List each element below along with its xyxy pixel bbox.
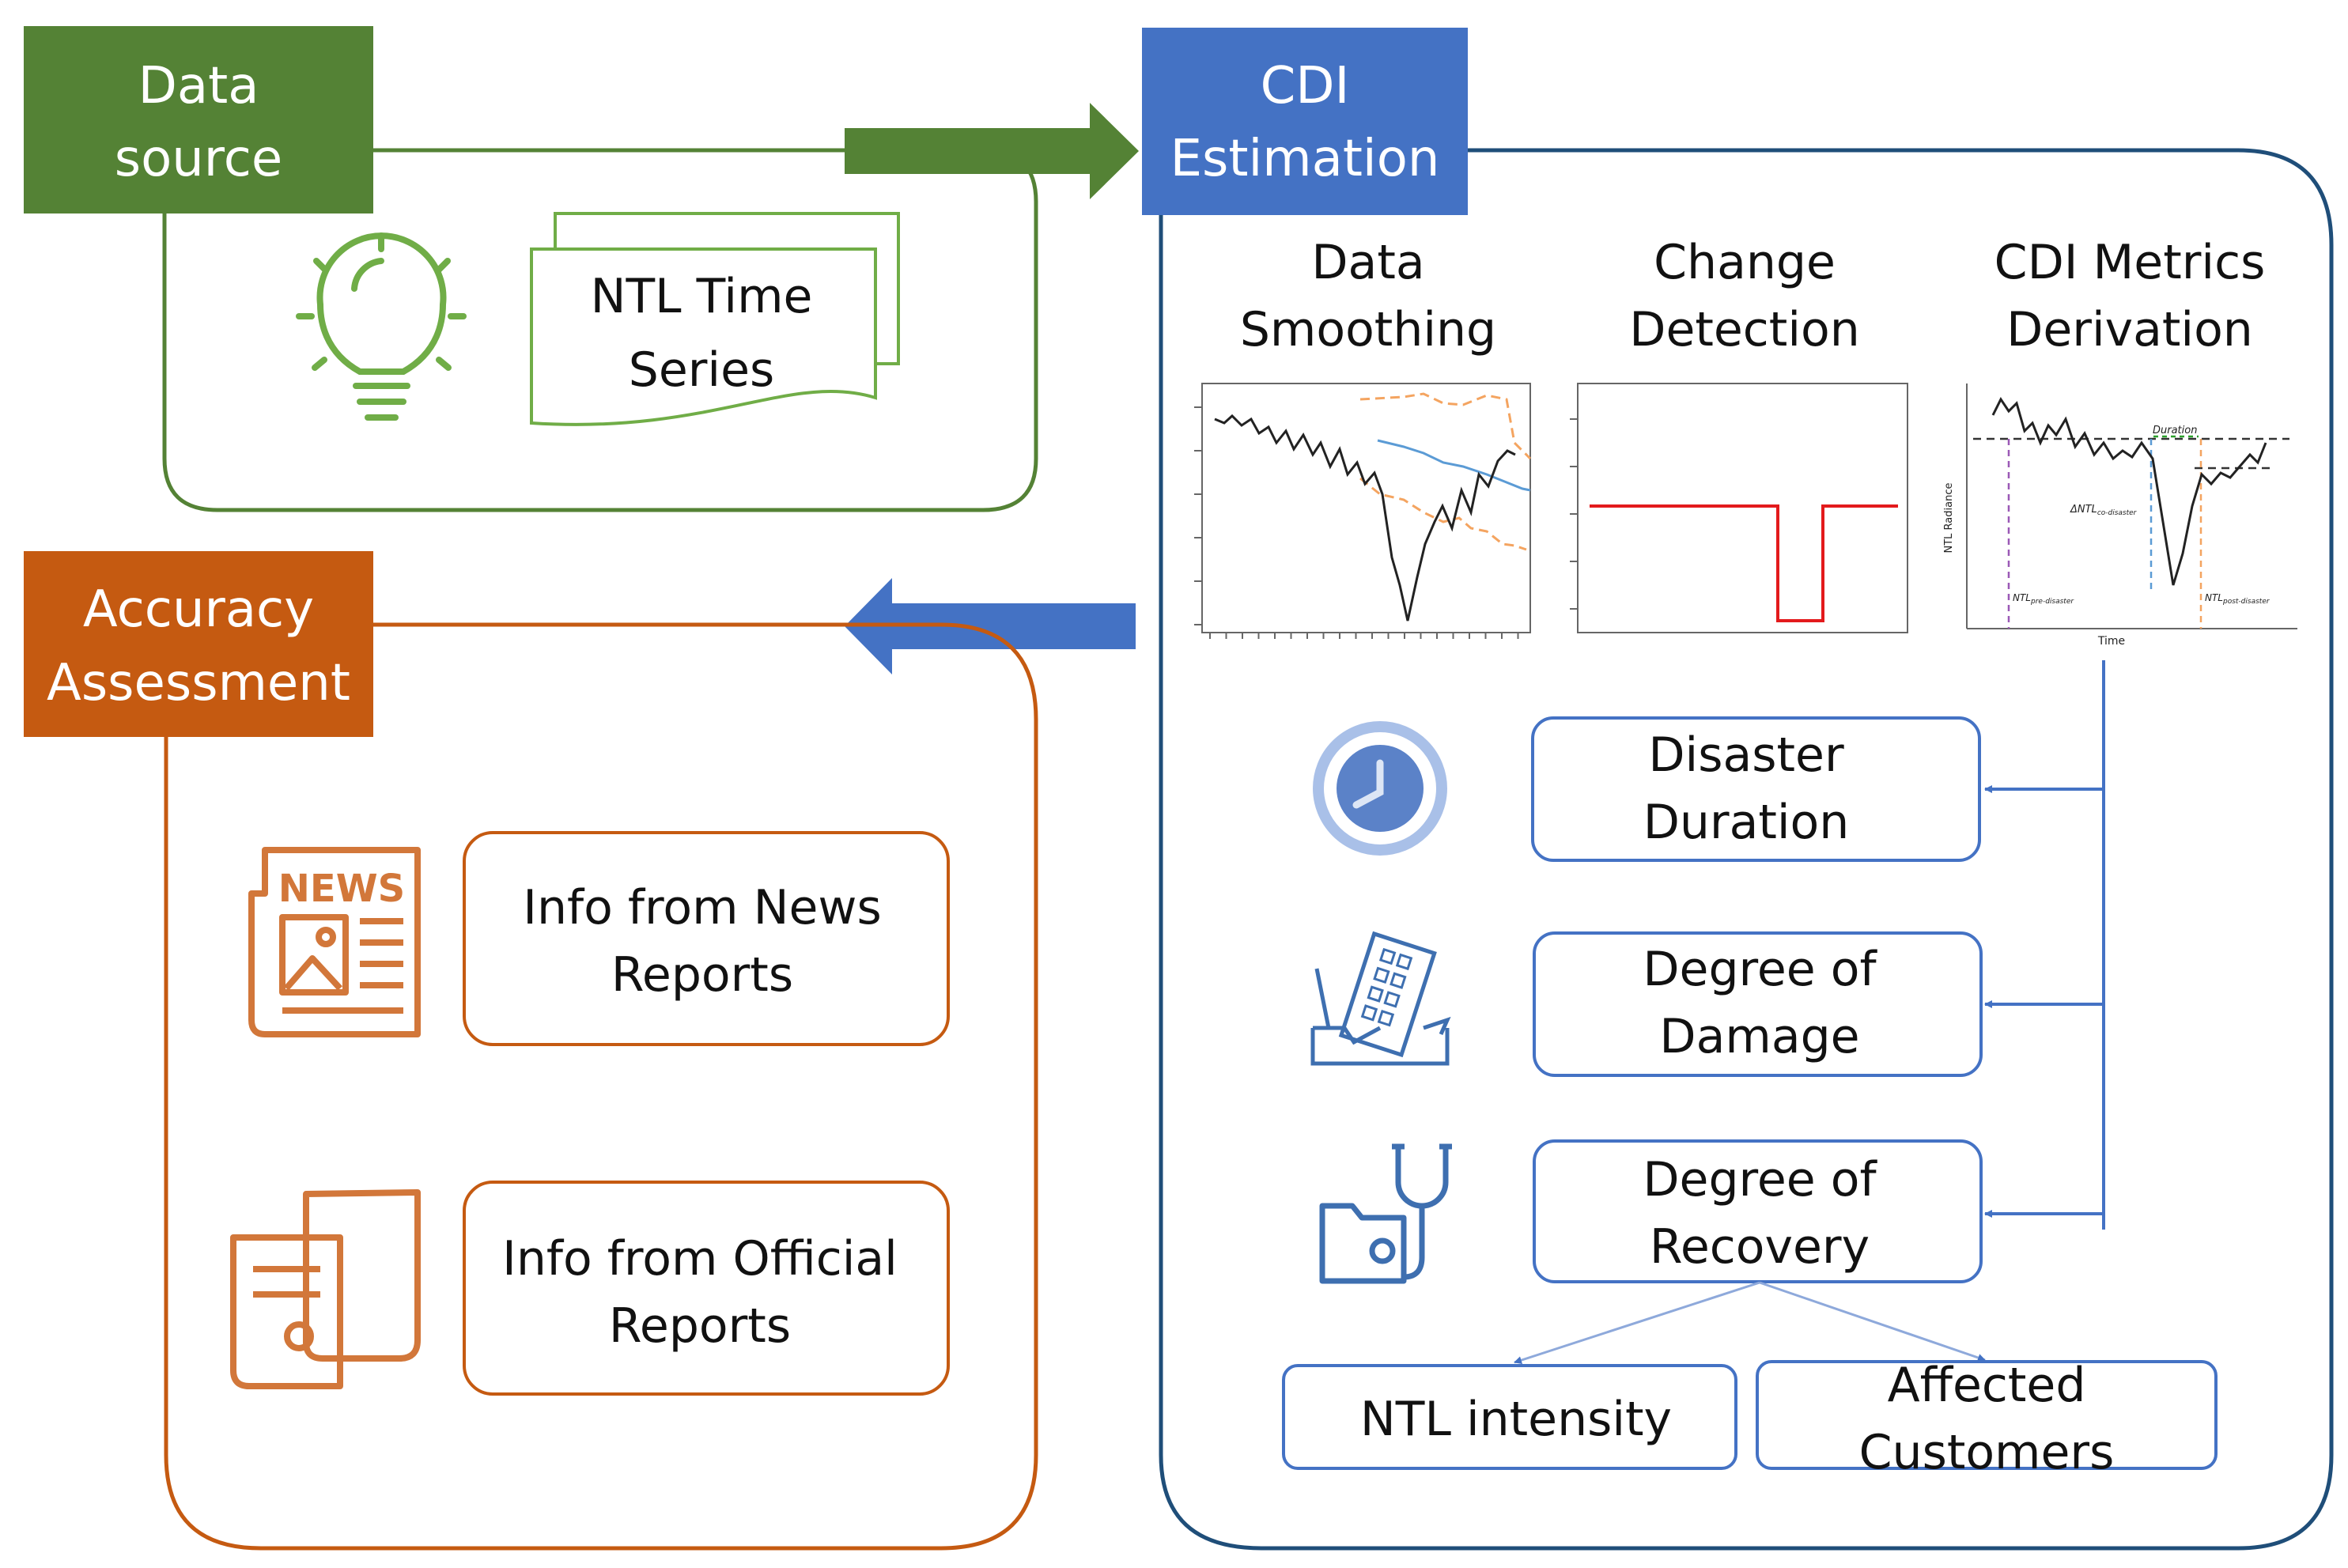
metric-degree-of-recovery-line2: Recovery bbox=[1650, 1219, 1870, 1275]
step-cdi-metrics-line2: Derivation bbox=[2006, 302, 2253, 357]
lightbulb-icon bbox=[296, 232, 467, 421]
newspaper-icon-text: NEWS bbox=[278, 867, 405, 911]
accuracy-assessment-header bbox=[24, 551, 373, 737]
documents-icon bbox=[230, 1189, 421, 1389]
measure-affected-customers-line2: Customers bbox=[1859, 1425, 2115, 1480]
metric-degree-of-damage-box bbox=[1533, 931, 1983, 1077]
smoothing-ntl-series bbox=[1214, 414, 1516, 622]
change-detection-signal bbox=[1590, 504, 1898, 622]
accuracy-assessment-border bbox=[164, 622, 1038, 1551]
ntl-time-series-document bbox=[530, 212, 900, 426]
data-source-panel: Data source NTL Time Series bbox=[24, 26, 1038, 512]
cdi-estimation-panel: CDI Estimation Data Smoothing Change Det… bbox=[1142, 28, 2334, 1551]
smoothing-upper-band bbox=[1359, 392, 1532, 460]
metric-degree-of-damage-line2: Damage bbox=[1659, 1009, 1859, 1064]
derivation-ntl-series bbox=[1991, 397, 2267, 586]
source-official-reports-line2: Reports bbox=[609, 1298, 791, 1354]
cdi-estimation-header bbox=[1142, 28, 1468, 215]
ntl-time-series-line2: Series bbox=[629, 342, 775, 398]
step-data-smoothing-line1: Data bbox=[1311, 235, 1424, 290]
source-news-reports-box bbox=[463, 831, 950, 1046]
ntl-time-series-line1: NTL Time bbox=[591, 269, 813, 324]
step-cdi-metrics-line1: CDI Metrics bbox=[1994, 235, 2266, 290]
change-detection-plot bbox=[1570, 383, 1908, 633]
measure-affected-customers-line1: Affected bbox=[1888, 1358, 2086, 1413]
cdi-derivation-plot: Duration ΔNTLco-disaster NTLpre-disaster… bbox=[1943, 383, 2297, 648]
data-smoothing-plot bbox=[1194, 383, 1532, 639]
data-source-to-cdi-arrow bbox=[845, 103, 1139, 199]
derivation-pre-label: NTLpre-disaster bbox=[2013, 592, 2074, 606]
source-news-reports-line1: Info from News bbox=[523, 880, 881, 935]
stethoscope-folder-icon bbox=[1319, 1143, 1452, 1284]
measure-ntl-intensity-box bbox=[1282, 1364, 1737, 1470]
derivation-drop-label: ΔNTLco-disaster bbox=[2070, 504, 2138, 517]
smoothing-trend-line bbox=[1377, 439, 1531, 492]
cdi-estimation-border bbox=[1159, 148, 2334, 1551]
accuracy-assessment-title-line1: Accuracy bbox=[83, 580, 314, 639]
source-official-reports-line1: Info from Official bbox=[502, 1231, 898, 1287]
data-source-title-line2: source bbox=[115, 130, 283, 188]
newspaper-icon bbox=[248, 847, 421, 1037]
metric-degree-of-recovery-box bbox=[1533, 1139, 1983, 1283]
metric-degree-of-recovery-line1: Degree of bbox=[1643, 1152, 1877, 1207]
metric-degree-of-damage-line1: Degree of bbox=[1643, 942, 1877, 997]
recovery-connectors bbox=[1514, 1281, 1986, 1364]
measure-ntl-intensity-label: NTL intensity bbox=[1360, 1392, 1672, 1447]
derivation-duration-label: Duration bbox=[2153, 425, 2197, 436]
smoothing-lower-band bbox=[1359, 477, 1527, 551]
step-change-detection-line2: Detection bbox=[1629, 302, 1859, 357]
derivation-post-label: NTLpost-disaster bbox=[2205, 592, 2270, 606]
collapsed-building-icon bbox=[1310, 931, 1451, 1066]
measure-affected-customers-box bbox=[1756, 1360, 2218, 1470]
data-source-header bbox=[24, 26, 373, 213]
clock-icon bbox=[1313, 721, 1447, 856]
derivation-xlabel: Time bbox=[2097, 635, 2125, 648]
cdi-estimation-title-line1: CDI bbox=[1261, 57, 1350, 115]
source-official-reports-box bbox=[463, 1181, 950, 1396]
metric-connectors bbox=[1984, 660, 2105, 1230]
derivation-ylabel: NTL Radiance bbox=[1943, 483, 1955, 554]
cdi-estimation-title-line2: Estimation bbox=[1170, 130, 1440, 188]
accuracy-assessment-panel: Accuracy Assessment NEWS Info from News bbox=[24, 551, 1038, 1551]
data-source-title-line1: Data bbox=[138, 57, 259, 115]
metric-disaster-duration-line2: Duration bbox=[1643, 795, 1850, 850]
accuracy-assessment-title-line2: Assessment bbox=[47, 654, 350, 712]
smoothing-x-ticks bbox=[1209, 633, 1519, 639]
metric-disaster-duration-box bbox=[1531, 716, 1981, 862]
step-data-smoothing-line2: Smoothing bbox=[1240, 302, 1496, 357]
source-news-reports-line2: Reports bbox=[611, 947, 793, 1003]
step-change-detection-line1: Change bbox=[1654, 235, 1836, 290]
metric-disaster-duration-line1: Disaster bbox=[1648, 727, 1844, 783]
